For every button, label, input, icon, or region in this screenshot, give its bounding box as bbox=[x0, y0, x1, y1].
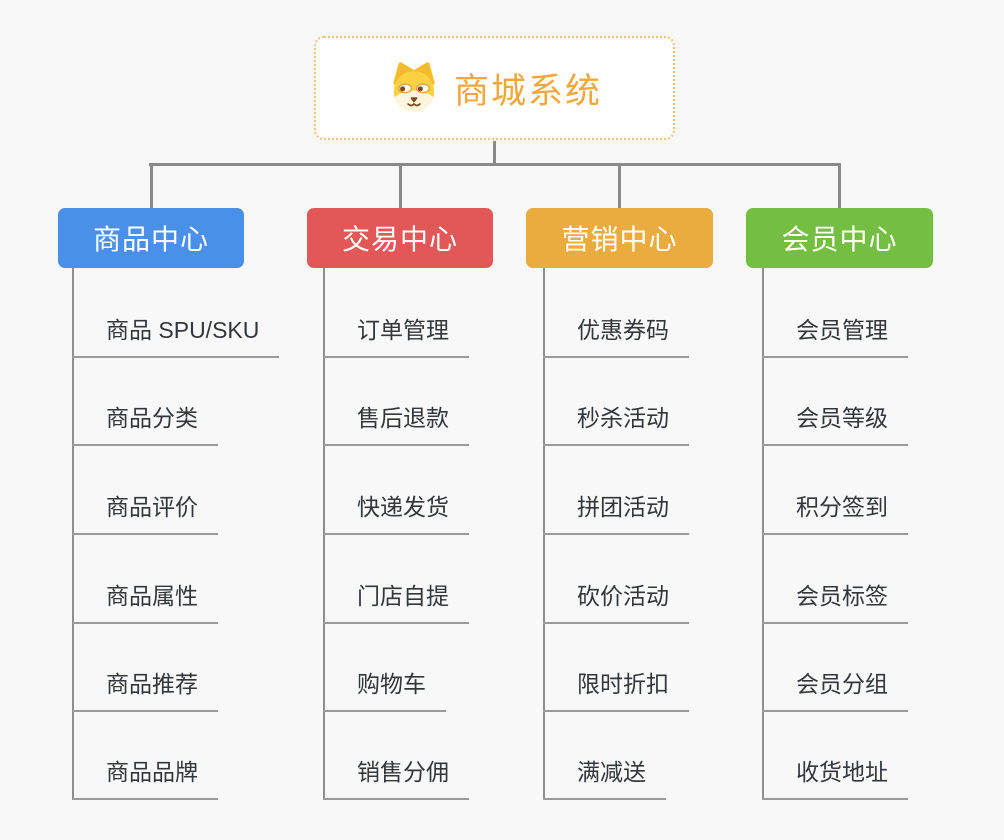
child-topic[interactable]: 商品品牌 bbox=[72, 756, 218, 800]
child-topic[interactable]: 快递发货 bbox=[323, 491, 469, 535]
child-topic[interactable]: 商品分类 bbox=[72, 402, 218, 446]
child-topic[interactable]: 优惠券码 bbox=[543, 314, 689, 358]
child-topic[interactable]: 会员分组 bbox=[762, 668, 908, 712]
child-topic[interactable]: 限时折扣 bbox=[543, 668, 689, 712]
child-topic[interactable]: 会员等级 bbox=[762, 402, 908, 446]
child-topic[interactable]: 商品推荐 bbox=[72, 668, 218, 712]
child-topic[interactable]: 商品 SPU/SKU bbox=[72, 314, 280, 358]
child-topic[interactable]: 秒杀活动 bbox=[543, 402, 689, 446]
branch-node[interactable]: 商品中心 bbox=[58, 208, 244, 268]
branch-node[interactable]: 会员中心 bbox=[746, 208, 933, 268]
child-topic[interactable]: 会员标签 bbox=[762, 580, 908, 624]
child-topic[interactable]: 拼团活动 bbox=[543, 491, 689, 535]
branch-label: 营销中心 bbox=[561, 224, 678, 255]
branch-drop-line bbox=[838, 166, 841, 208]
child-topic[interactable]: 订单管理 bbox=[323, 314, 469, 358]
child-topic[interactable]: 积分签到 bbox=[762, 491, 908, 535]
branch-bus-line bbox=[149, 163, 841, 166]
branch-label: 会员中心 bbox=[781, 224, 898, 255]
child-topic[interactable]: 销售分佣 bbox=[323, 756, 469, 800]
branch-label: 交易中心 bbox=[341, 224, 458, 255]
child-topic[interactable]: 商品属性 bbox=[72, 580, 218, 624]
dog-face-icon bbox=[393, 62, 435, 112]
root-connector-line bbox=[493, 141, 496, 163]
child-topic[interactable]: 商品评价 bbox=[72, 491, 218, 535]
child-topic[interactable]: 购物车 bbox=[323, 668, 446, 712]
branch-drop-line bbox=[149, 166, 153, 208]
child-topic[interactable]: 满减送 bbox=[543, 756, 666, 800]
branch-drop-line bbox=[618, 166, 621, 208]
child-topic[interactable]: 砍价活动 bbox=[543, 580, 689, 624]
branch-node[interactable]: 交易中心 bbox=[307, 208, 493, 268]
root-title: 商城系统 bbox=[453, 71, 602, 111]
root-node[interactable]: 商城系统 bbox=[314, 36, 675, 140]
branch-label: 商品中心 bbox=[92, 224, 209, 255]
child-topic[interactable]: 门店自提 bbox=[323, 580, 469, 624]
child-topic[interactable]: 售后退款 bbox=[323, 402, 469, 446]
child-topic[interactable]: 会员管理 bbox=[762, 314, 908, 358]
branch-node[interactable]: 营销中心 bbox=[526, 208, 713, 268]
branch-drop-line bbox=[398, 166, 402, 208]
child-topic[interactable]: 收货地址 bbox=[762, 756, 908, 800]
